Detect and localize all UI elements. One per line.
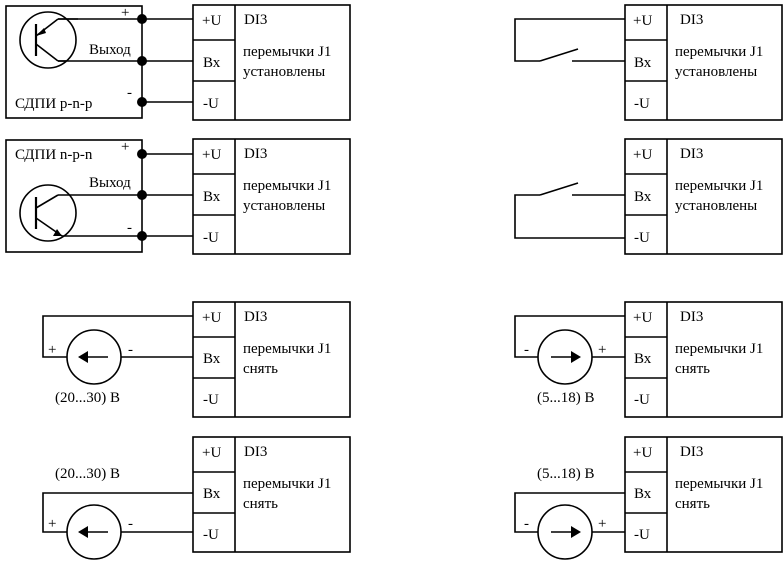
- jumper-status: установлены: [675, 64, 757, 80]
- terminal-minus-u: -U: [634, 230, 650, 246]
- terminal-dot: [137, 97, 147, 107]
- di3-block: [624, 4, 783, 121]
- source-minus-sign: -: [128, 342, 133, 358]
- source-range-label: (20...30) В: [55, 466, 120, 482]
- block-name: DI3: [244, 12, 267, 28]
- panel-source-high-a: + - (20...30) В +U Вх -U DI3 перемычки J…: [42, 301, 351, 418]
- terminal-input: Вх: [203, 351, 221, 367]
- di3-block: [192, 138, 351, 255]
- terminal-plus-u: +U: [633, 13, 652, 29]
- jumper-status: установлены: [243, 64, 325, 80]
- terminal-plus-u: +U: [633, 147, 652, 163]
- block-name: DI3: [244, 146, 267, 162]
- di3-block: [624, 301, 783, 418]
- source-minus-sign: -: [524, 516, 529, 532]
- jumper-status: снять: [243, 361, 278, 377]
- pnp-minus-sign: -: [127, 85, 132, 101]
- switch-contact-icon: [539, 182, 579, 196]
- voltage-source-icon: [66, 329, 122, 385]
- terminal-dot: [137, 56, 147, 66]
- terminal-dot: [137, 231, 147, 241]
- block-name: DI3: [244, 309, 267, 325]
- terminal-input: Вх: [634, 486, 652, 502]
- voltage-source-icon: [537, 504, 593, 560]
- block-name: DI3: [680, 309, 703, 325]
- source-plus-sign: +: [48, 516, 56, 532]
- block-name: DI3: [680, 146, 703, 162]
- panel-npn-sensor: СДПИ n-p-n + Выход - +U Вх -U DI3 перемы…: [5, 138, 351, 255]
- jumper-line1: перемычки J1: [243, 476, 331, 492]
- jumper-line1: перемычки J1: [675, 476, 763, 492]
- panel-source-low-a: - + (5...18) В +U Вх -U DI3 перемычки J1…: [514, 301, 783, 418]
- npn-sensor-label: СДПИ n-p-n: [15, 147, 93, 163]
- pnp-transistor-icon: [19, 11, 77, 69]
- block-name: DI3: [244, 444, 267, 460]
- switch-contact-icon: [539, 48, 579, 62]
- di3-block: [192, 436, 351, 553]
- terminal-plus-u: +U: [202, 310, 221, 326]
- terminal-minus-u: -U: [203, 96, 219, 112]
- terminal-minus-u: -U: [634, 527, 650, 543]
- terminal-dot: [137, 149, 147, 159]
- pnp-plus-sign: +: [121, 5, 129, 21]
- panel-source-low-b: (5...18) В - + +U Вх -U DI3 перемычки J1…: [514, 436, 783, 560]
- terminal-input: Вх: [203, 189, 221, 205]
- jumper-status: установлены: [243, 198, 325, 214]
- di3-block: [624, 436, 783, 553]
- npn-minus-sign: -: [127, 220, 132, 236]
- jumper-status: снять: [675, 361, 710, 377]
- di3-block: [192, 301, 351, 418]
- panel-switch-top: +U Вх -U DI3 перемычки J1 установлены: [514, 4, 783, 121]
- terminal-minus-u: -U: [634, 392, 650, 408]
- block-name: DI3: [680, 444, 703, 460]
- block-name: DI3: [680, 12, 703, 28]
- terminal-input: Вх: [634, 189, 652, 205]
- source-range-label: (20...30) В: [55, 390, 120, 406]
- terminal-minus-u: -U: [203, 230, 219, 246]
- terminal-plus-u: +U: [633, 310, 652, 326]
- terminal-dot: [137, 190, 147, 200]
- terminal-input: Вх: [634, 55, 652, 71]
- terminal-minus-u: -U: [634, 96, 650, 112]
- terminal-input: Вх: [634, 351, 652, 367]
- terminal-plus-u: +U: [202, 445, 221, 461]
- terminal-plus-u: +U: [633, 445, 652, 461]
- jumper-line1: перемычки J1: [243, 341, 331, 357]
- jumper-line1: перемычки J1: [675, 44, 763, 60]
- jumper-status: снять: [243, 496, 278, 512]
- jumper-line1: перемычки J1: [675, 341, 763, 357]
- source-range-label: (5...18) В: [537, 390, 595, 406]
- terminal-input: Вх: [203, 486, 221, 502]
- jumper-line1: перемычки J1: [675, 178, 763, 194]
- di3-block: [192, 4, 351, 121]
- panel-pnp-sensor: Выход + - СДПИ p-n-p +U Вх -U DI3 перемы…: [5, 4, 351, 121]
- npn-output-label: Выход: [89, 175, 131, 191]
- npn-transistor-icon: [19, 184, 77, 242]
- pnp-sensor-label: СДПИ p-n-p: [15, 96, 92, 112]
- terminal-plus-u: +U: [202, 13, 221, 29]
- jumper-status: снять: [675, 496, 710, 512]
- jumper-line1: перемычки J1: [243, 44, 331, 60]
- terminal-plus-u: +U: [202, 147, 221, 163]
- terminal-minus-u: -U: [203, 392, 219, 408]
- voltage-source-icon: [537, 329, 593, 385]
- terminal-minus-u: -U: [203, 527, 219, 543]
- npn-plus-sign: +: [121, 139, 129, 155]
- source-plus-sign: +: [48, 342, 56, 358]
- jumper-status: установлены: [675, 198, 757, 214]
- pnp-output-label: Выход: [89, 42, 131, 58]
- source-minus-sign: -: [128, 516, 133, 532]
- source-plus-sign: +: [598, 342, 606, 358]
- jumper-line1: перемычки J1: [243, 178, 331, 194]
- di3-block: [624, 138, 783, 255]
- source-plus-sign: +: [598, 516, 606, 532]
- terminal-input: Вх: [203, 55, 221, 71]
- source-minus-sign: -: [524, 342, 529, 358]
- panel-switch-bottom: +U Вх -U DI3 перемычки J1 установлены: [514, 138, 783, 255]
- source-range-label: (5...18) В: [537, 466, 595, 482]
- panel-source-high-b: (20...30) В + - +U Вх -U DI3 перемычки J…: [42, 436, 351, 560]
- voltage-source-icon: [66, 504, 122, 560]
- terminal-dot: [137, 14, 147, 24]
